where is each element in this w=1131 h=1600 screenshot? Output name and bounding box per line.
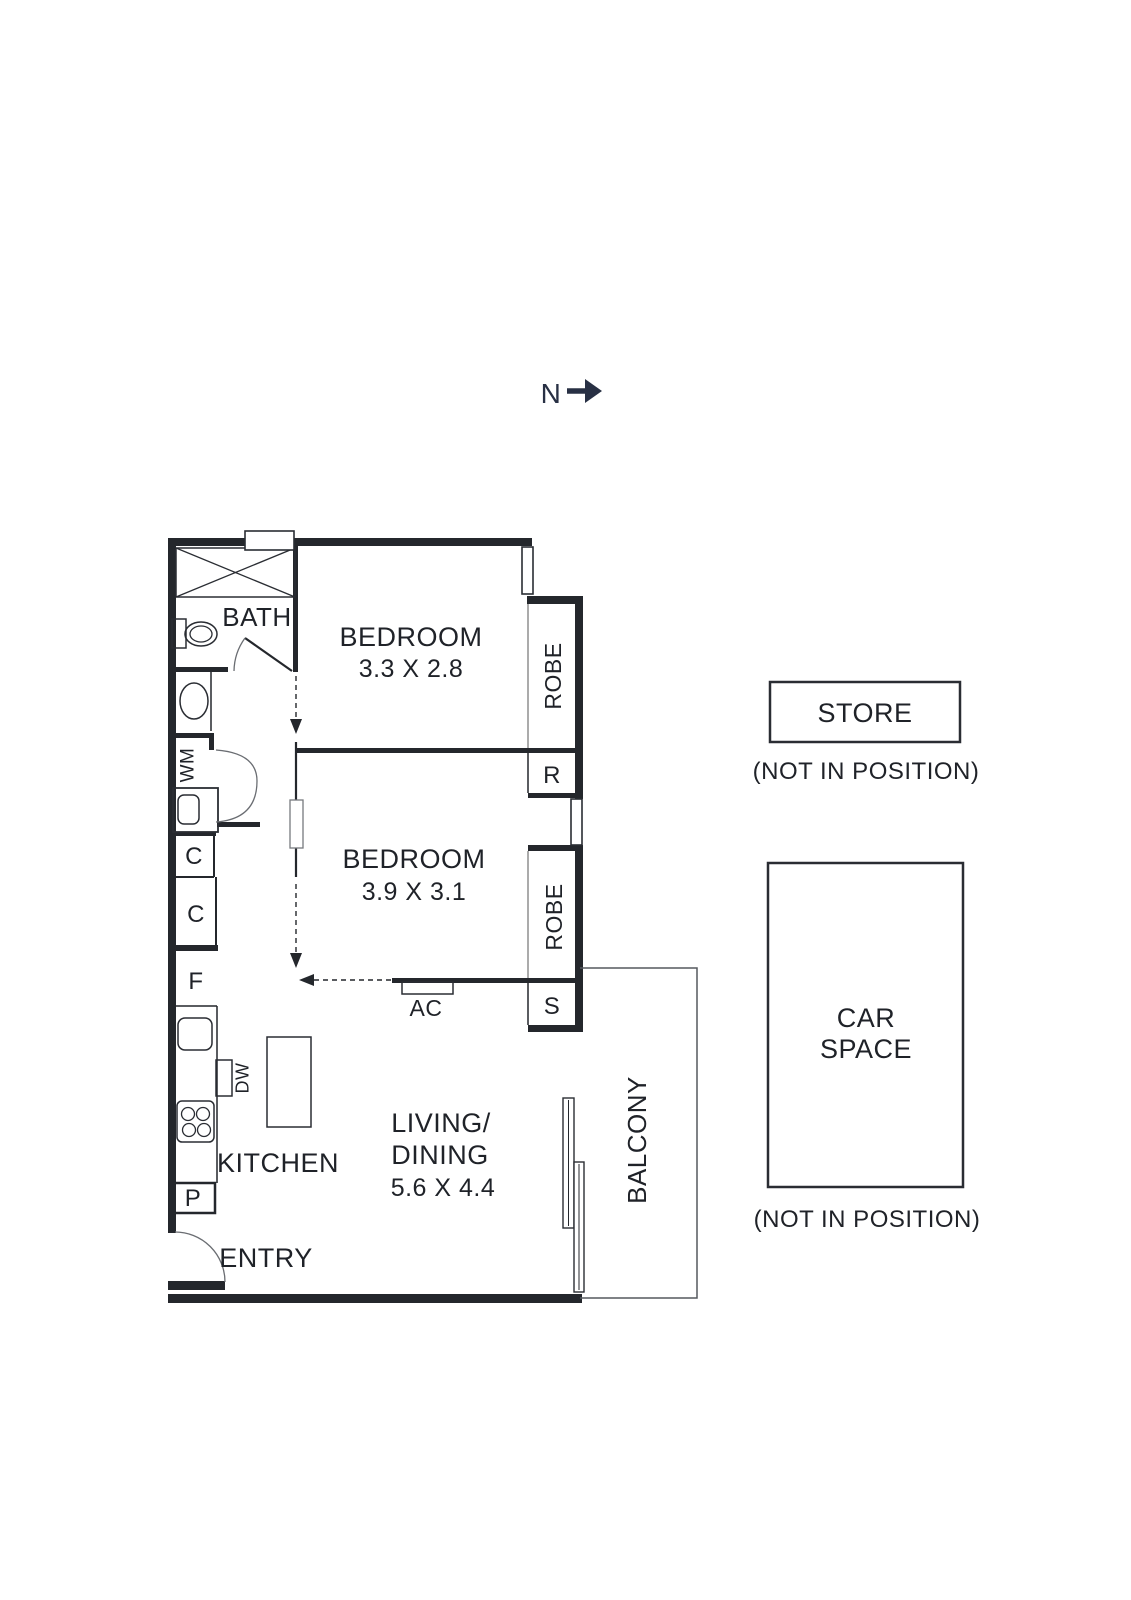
dishwasher-box (215, 1059, 233, 1097)
north-indicator: N (541, 378, 602, 409)
c2-label: C (187, 901, 205, 928)
wm-label: WM (178, 748, 199, 783)
north-arrowhead-icon (585, 379, 602, 403)
bath-door (233, 637, 293, 672)
living-dining-dimensions: 5.6 X 4.4 (391, 1174, 496, 1202)
p-label: P (185, 1185, 202, 1212)
robe1-label: ROBE (540, 642, 566, 709)
north-label: N (541, 378, 562, 409)
bath-label: BATH (222, 602, 291, 632)
store-box (768, 680, 962, 744)
window (244, 530, 295, 551)
cooktop-icon (176, 1100, 215, 1143)
dw-label: DW (232, 1063, 252, 1094)
kitchen-sink-icon (177, 1017, 213, 1051)
f-label: F (188, 968, 203, 995)
store-label: STORE (817, 698, 912, 728)
living-dining-label-line2: DINING (391, 1140, 489, 1170)
s-cupboard-label: S (544, 993, 561, 1020)
toilet-icon (171, 618, 218, 649)
bedroom2-cavity-slider (289, 799, 304, 849)
entry-label: ENTRY (219, 1243, 313, 1273)
car-space-note: (NOT IN POSITION) (754, 1206, 981, 1233)
balcony-outline (580, 967, 698, 1299)
living-dining-label-line1: LIVING/ (391, 1108, 491, 1138)
sliding-door (562, 1097, 585, 1293)
car-space-label-line1: CAR (837, 1003, 896, 1033)
bedroom2-label: BEDROOM (342, 844, 485, 874)
balcony-label: BALCONY (622, 1076, 652, 1204)
basin-icon (179, 682, 209, 720)
window (570, 798, 583, 846)
partitions (172, 604, 529, 1215)
window (521, 546, 534, 595)
bedroom1-label: BEDROOM (339, 622, 482, 652)
c1-label: C (185, 843, 203, 870)
access-path-arrows (290, 676, 392, 986)
bedroom2-dimensions: 3.9 X 3.1 (362, 878, 467, 906)
car-space-box (766, 861, 965, 1189)
car-space-label-line2: SPACE (820, 1034, 912, 1064)
r-cupboard-label: R (543, 762, 561, 789)
shower-symbol (175, 547, 296, 598)
laundry-double-doors (215, 749, 258, 823)
ac-unit (401, 981, 454, 995)
ac-label: AC (410, 995, 443, 1021)
laundry-tub-icon (172, 787, 219, 833)
island-bench (266, 1036, 312, 1128)
robe2-label: ROBE (541, 883, 567, 950)
entry-door-arc (174, 1231, 226, 1283)
store-note: (NOT IN POSITION) (753, 758, 980, 785)
bedroom1-dimensions: 3.3 X 2.8 (359, 655, 464, 683)
kitchen-label: KITCHEN (217, 1148, 339, 1178)
walls (168, 538, 583, 1303)
